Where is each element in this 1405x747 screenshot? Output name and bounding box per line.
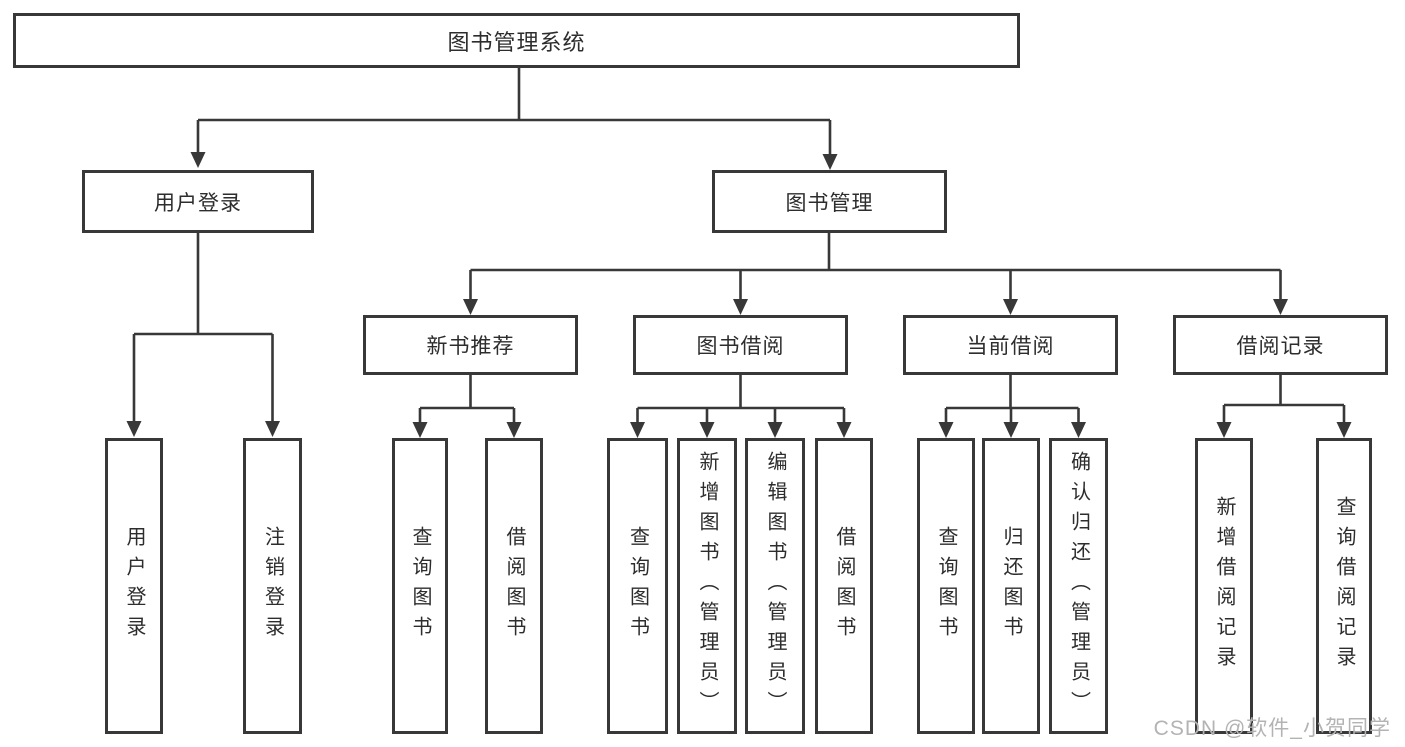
- arrowhead-layer: [126, 152, 1352, 438]
- leaf-logout: 注销登录: [243, 438, 302, 734]
- leaf-label: 借阅图书: [833, 526, 855, 646]
- arrow-down-icon: [767, 422, 783, 438]
- arrow-down-icon: [630, 422, 645, 438]
- leaf-add-book-admin: 新增图书（管理员）: [677, 438, 737, 734]
- node-book-management: 图书管理: [712, 170, 947, 233]
- arrow-down-icon: [1003, 422, 1019, 438]
- connector-current-borrow-children: [944, 375, 1080, 427]
- connector-user-login-children: [132, 233, 274, 426]
- arrow-down-icon: [1216, 422, 1232, 438]
- node-library-system: 图书管理系统: [13, 13, 1020, 68]
- leaf-label: 确认归还（管理员）: [1067, 451, 1090, 721]
- connector-root-to-level2: [196, 67, 832, 158]
- leaf-label: 新增借阅记录: [1213, 496, 1235, 676]
- arrow-down-icon: [733, 299, 748, 315]
- node-new-book-recommend: 新书推荐: [363, 315, 578, 375]
- leaf-return-books: 归还图书: [982, 438, 1040, 734]
- connector-new-book-children: [418, 375, 516, 427]
- leaf-query-books-borrow: 查询图书: [607, 438, 668, 734]
- leaf-query-borrow-record: 查询借阅记录: [1316, 438, 1372, 734]
- arrow-down-icon: [822, 154, 838, 170]
- connector-book-management-children: [469, 233, 1282, 303]
- arrow-down-icon: [1003, 299, 1018, 315]
- arrow-down-icon: [412, 422, 428, 438]
- leaf-label: 注销登录: [261, 526, 284, 646]
- node-current-borrow: 当前借阅: [903, 315, 1118, 375]
- connector-book-borrow-children: [636, 375, 846, 427]
- leaf-label: 查询借阅记录: [1333, 496, 1355, 676]
- arrow-down-icon: [1336, 422, 1352, 438]
- leaf-edit-book-admin: 编辑图书（管理员）: [745, 438, 805, 734]
- leaf-label: 新增图书（管理员）: [696, 451, 718, 721]
- leaf-label: 归还图书: [1000, 526, 1022, 646]
- arrow-down-icon: [1273, 299, 1288, 315]
- connector-borrow-record-children: [1222, 375, 1346, 427]
- leaf-label: 查询图书: [626, 526, 649, 646]
- arrow-down-icon: [463, 299, 478, 315]
- leaf-query-books-recommend: 查询图书: [392, 438, 448, 734]
- leaf-user-login: 用户登录: [105, 438, 163, 734]
- leaf-label: 编辑图书（管理员）: [764, 451, 786, 721]
- leaf-label: 查询图书: [935, 526, 957, 646]
- node-borrow-records: 借阅记录: [1173, 315, 1388, 375]
- arrow-down-icon: [265, 421, 280, 437]
- leaf-label: 用户登录: [123, 526, 145, 646]
- node-user-login: 用户登录: [82, 170, 314, 233]
- watermark: CSDN @软件_小贺同学: [1153, 717, 1391, 740]
- arrow-down-icon: [506, 422, 522, 438]
- arrow-down-icon: [190, 152, 206, 168]
- leaf-label: 查询图书: [409, 526, 431, 646]
- leaf-borrow-books-recommend: 借阅图书: [485, 438, 543, 734]
- leaf-add-borrow-record: 新增借阅记录: [1195, 438, 1253, 734]
- arrow-down-icon: [836, 422, 852, 438]
- arrow-down-icon: [699, 422, 715, 438]
- node-book-borrow: 图书借阅: [633, 315, 848, 375]
- leaf-query-books-current: 查询图书: [917, 438, 975, 734]
- arrow-down-icon: [1071, 422, 1086, 438]
- arrow-down-icon: [126, 421, 142, 437]
- leaf-confirm-return-admin: 确认归还（管理员）: [1049, 438, 1108, 734]
- leaf-borrow-books: 借阅图书: [815, 438, 873, 734]
- leaf-label: 借阅图书: [503, 526, 525, 646]
- arrow-down-icon: [938, 422, 954, 438]
